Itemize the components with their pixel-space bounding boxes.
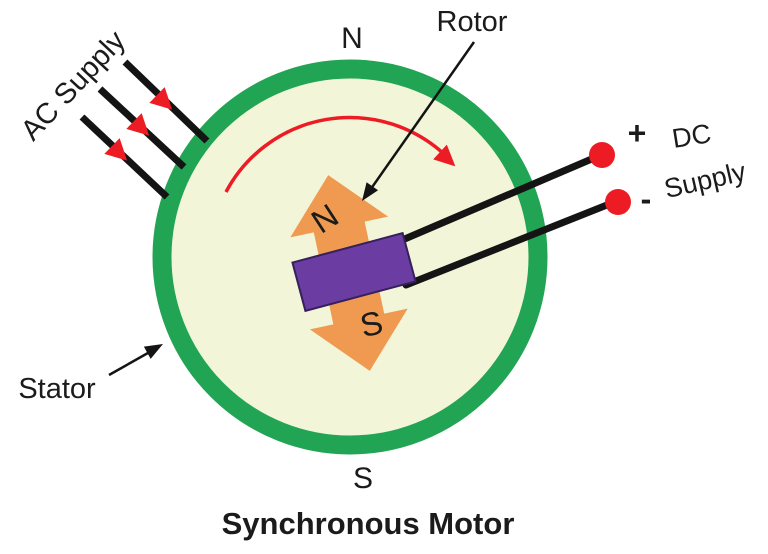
rotor-pointer-line — [366, 41, 476, 194]
rotation-arc — [224, 115, 446, 193]
diagram-title: Synchronous Motor — [222, 506, 515, 541]
ac-arrowhead-2 — [126, 113, 150, 136]
stator-pointer-arrowhead — [143, 344, 163, 359]
ac-supply-label: AC Supply — [15, 24, 132, 146]
dc-terminal-positive-dot — [589, 142, 615, 168]
dc-terminal-negative-dot — [605, 189, 631, 215]
ac-arrowhead-1 — [149, 87, 173, 110]
ac-arrowhead-3 — [104, 138, 128, 161]
dc-label: DC — [670, 118, 713, 154]
dc-lead-negative — [402, 197, 621, 289]
stator-pole-n-label: N — [341, 22, 363, 55]
field-magnet — [291, 231, 417, 313]
rotation-arrowhead — [433, 144, 456, 167]
stator-pole-s-label: S — [353, 462, 373, 495]
dc-minus-label: - — [641, 181, 652, 217]
dc-plus-label: + — [628, 115, 647, 151]
stator-label: Stator — [18, 373, 96, 405]
dc-lead-positive — [396, 151, 605, 245]
stator-pointer-line — [108, 347, 156, 377]
rotor-pointer-arrowhead — [362, 182, 379, 201]
rotor-label: Rotor — [437, 6, 508, 38]
dc-supply-label: Supply — [661, 156, 749, 204]
